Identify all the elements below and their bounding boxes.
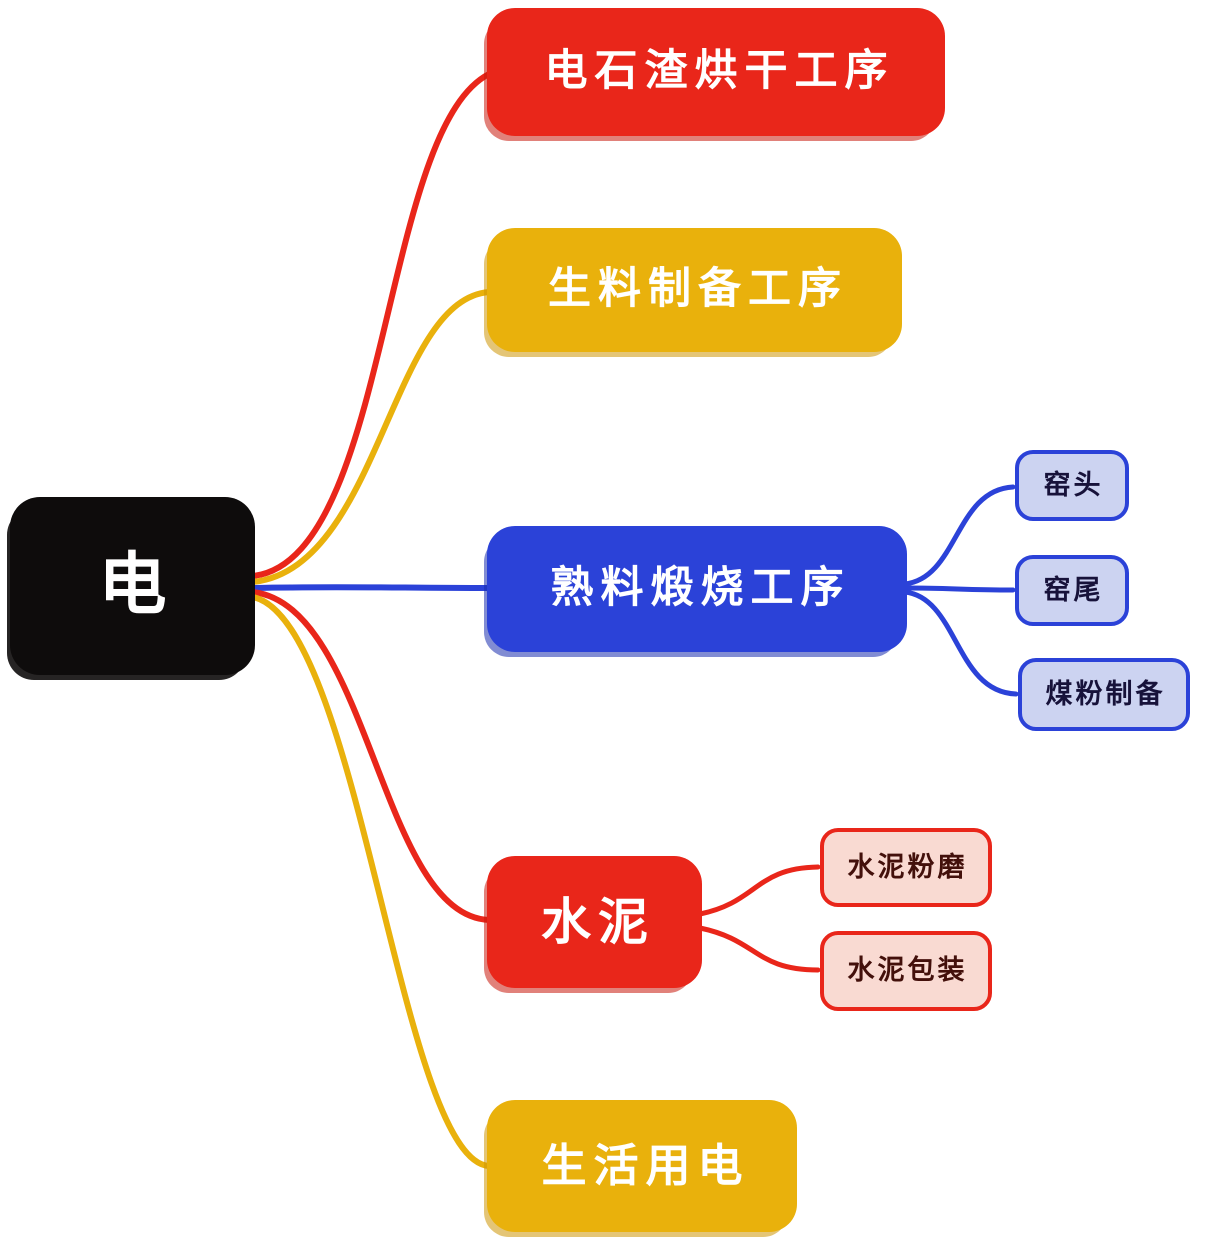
child-node-kiln-tail[interactable]: 窑尾 bbox=[1015, 555, 1129, 626]
root-node-electricity[interactable]: 电 bbox=[10, 497, 255, 675]
child-label-coal-powder-preparation: 煤粉制备 bbox=[1045, 678, 1166, 710]
connector-root-to-raw-meal-preparation bbox=[250, 289, 492, 585]
branch-label-domestic-electricity: 生活用电 bbox=[541, 1139, 750, 1193]
child-label-cement-packing: 水泥包装 bbox=[847, 955, 968, 987]
connector-cement-to-grinding bbox=[697, 864, 821, 917]
connector-cement-to-packing bbox=[697, 925, 821, 973]
connector-root-to-cement bbox=[250, 589, 492, 923]
connector-root-to-carbide-slag-drying bbox=[250, 71, 492, 579]
connector-clinker-to-coal-powder-preparation bbox=[902, 589, 1019, 697]
branch-label-raw-meal-preparation: 生料制备工序 bbox=[548, 264, 848, 315]
child-node-cement-packing[interactable]: 水泥包装 bbox=[820, 931, 992, 1011]
child-label-cement-grinding: 水泥粉磨 bbox=[847, 851, 968, 883]
connector-clinker-to-kiln-tail bbox=[902, 585, 1016, 593]
child-label-kiln-tail: 窑尾 bbox=[1043, 574, 1104, 606]
branch-node-raw-meal-preparation[interactable]: 生料制备工序 bbox=[487, 228, 902, 352]
branch-label-cement: 水泥 bbox=[541, 892, 655, 951]
branch-node-carbide-slag-drying[interactable]: 电石渣烘干工序 bbox=[487, 8, 945, 136]
connector-clinker-to-kiln-head bbox=[902, 484, 1016, 587]
connector-root-to-domestic-electricity bbox=[250, 594, 492, 1169]
child-node-cement-grinding[interactable]: 水泥粉磨 bbox=[820, 828, 992, 907]
branch-label-carbide-slag-drying: 电石渣烘干工序 bbox=[544, 46, 895, 97]
connector-root-to-clinker-calcination bbox=[250, 584, 492, 591]
root-node-label: 电 bbox=[98, 545, 167, 625]
branch-node-domestic-electricity[interactable]: 生活用电 bbox=[487, 1100, 797, 1232]
branch-node-clinker-calcination[interactable]: 熟料煅烧工序 bbox=[487, 526, 907, 652]
child-label-kiln-head: 窑头 bbox=[1043, 469, 1104, 501]
branch-label-clinker-calcination: 熟料煅烧工序 bbox=[550, 563, 851, 614]
branch-node-cement[interactable]: 水泥 bbox=[487, 856, 702, 988]
child-node-coal-powder-preparation[interactable]: 煤粉制备 bbox=[1018, 658, 1190, 731]
child-node-kiln-head[interactable]: 窑头 bbox=[1015, 450, 1129, 521]
